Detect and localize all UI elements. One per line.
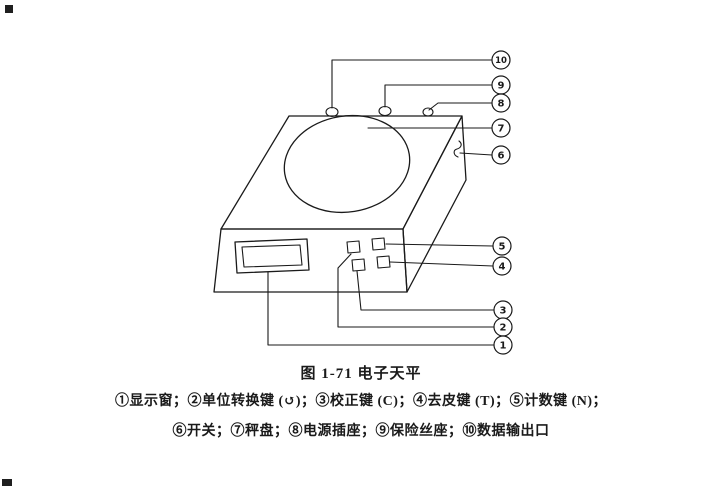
figure-legend-line2: ⑥开关；⑦秤盘；⑧电源插座；⑨保险丝座；⑩数据输出口 (172, 424, 550, 439)
callout-8: 8 (491, 93, 511, 113)
callout-4-circle (492, 256, 512, 276)
key-calibrate (351, 258, 366, 272)
power-socket (422, 107, 434, 117)
leader-line-10 (331, 59, 493, 109)
callout-10: 10 (491, 50, 511, 70)
callout-6: 6 (491, 145, 511, 165)
key-count (371, 237, 386, 251)
callout-5-circle (492, 236, 512, 256)
figure-legend-line1: ①显示窗；②单位转换键 (↺)；③校正键 (C)；④去皮键 (T)；⑤计数键 (… (114, 394, 608, 409)
callout-5: 5 (492, 236, 512, 256)
callout-1-number: 1 (500, 341, 507, 352)
scan-artifact-bottom-left (2, 479, 12, 486)
balance-right-face (402, 115, 467, 293)
callout-8-circle (491, 93, 511, 113)
display-window-inner (241, 244, 303, 268)
callout-8-number: 8 (498, 99, 505, 110)
callout-10-number: 10 (495, 56, 507, 66)
callout-4: 4 (492, 256, 512, 276)
callout-1: 1 (493, 335, 513, 355)
callout-5-number: 5 (499, 242, 506, 253)
key-unit-convert (346, 240, 361, 254)
data-output-port (325, 106, 339, 118)
weighing-pan (283, 114, 411, 214)
balance-body (213, 115, 467, 293)
callout-3-number: 3 (500, 306, 507, 317)
leader-lines (267, 59, 495, 346)
callout-badges: 10 9 8 7 6 5 4 (491, 50, 513, 355)
callout-6-circle (491, 145, 511, 165)
leader-line-2 (337, 253, 495, 328)
callout-9-number: 9 (498, 81, 505, 92)
callout-10-circle (491, 50, 511, 70)
leader-line-4 (389, 261, 494, 267)
callout-4-number: 4 (499, 262, 506, 273)
power-switch (453, 140, 462, 158)
display-window-outer (234, 238, 310, 274)
callout-7-number: 7 (498, 124, 505, 135)
scan-artifact-top-left (5, 5, 13, 13)
callout-1-circle (493, 335, 513, 355)
leader-line-9 (384, 84, 493, 108)
key-tare (376, 255, 391, 269)
callout-7: 7 (491, 118, 511, 138)
leader-line-8 (428, 102, 493, 111)
fuse-holder (378, 105, 392, 117)
callout-3: 3 (493, 300, 513, 320)
callout-7-circle (491, 118, 511, 138)
figure-caption: 图 1-71 电子天平 (300, 366, 422, 382)
callout-2-number: 2 (500, 323, 507, 334)
leader-line-3 (356, 270, 495, 311)
callout-9: 9 (491, 75, 511, 95)
leader-line-5 (385, 243, 494, 247)
leader-line-1 (267, 271, 495, 346)
callout-2: 2 (493, 317, 513, 337)
callout-6-number: 6 (498, 151, 505, 162)
leader-line-6 (459, 152, 493, 156)
